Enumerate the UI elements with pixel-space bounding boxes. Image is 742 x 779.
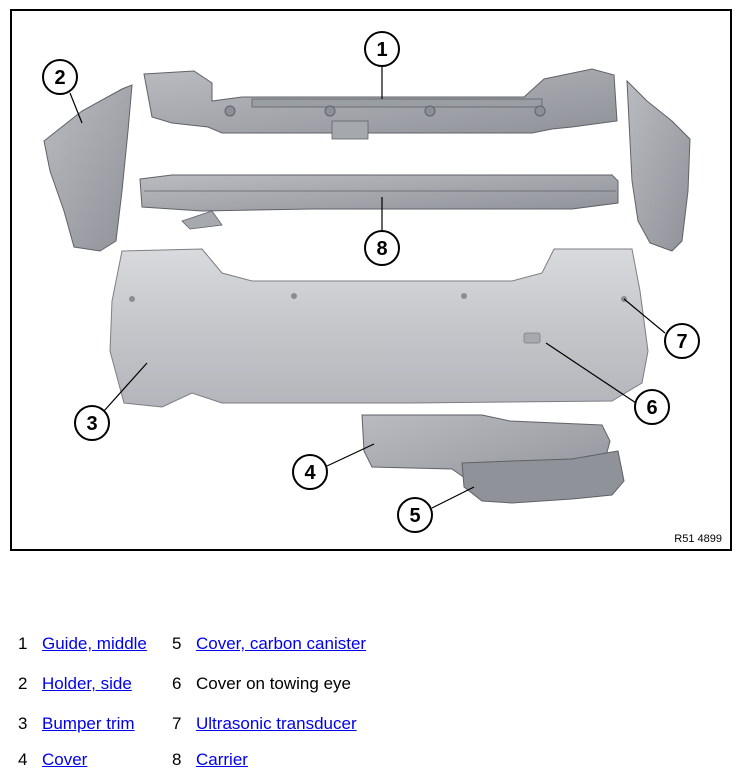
- legend-number: 7: [172, 714, 182, 733]
- part-guide-middle: [143, 68, 618, 140]
- legend-number: 2: [18, 674, 28, 693]
- legend-item-1: 1 Guide, middle: [18, 633, 147, 655]
- legend-label-cover-on-towing-eye: Cover on towing eye: [196, 674, 351, 693]
- svg-text:6: 6: [646, 397, 657, 419]
- legend-item-2: 2 Holder, side: [18, 673, 132, 695]
- legend-item-5: 5 Cover, carbon canister: [172, 633, 366, 655]
- legend-link-holder-side[interactable]: Holder, side: [42, 674, 132, 693]
- legend-link-ultrasonic-transducer[interactable]: Ultrasonic transducer: [196, 714, 357, 733]
- exploded-view: 1 2 3 4 5 6 7: [42, 31, 700, 533]
- legend-link-carrier[interactable]: Carrier: [196, 750, 248, 769]
- svg-text:4: 4: [304, 462, 316, 484]
- part-carrier: [139, 174, 619, 230]
- leader-lines: [69, 66, 666, 509]
- legend-number: 1: [18, 634, 28, 653]
- legend-item-7: 7 Ultrasonic transducer: [172, 713, 357, 735]
- legend-number: 8: [172, 750, 182, 769]
- legend-link-guide-middle[interactable]: Guide, middle: [42, 634, 147, 653]
- callout-6: 6: [634, 389, 670, 425]
- legend-number: 5: [172, 634, 182, 653]
- part-cover-carbon-canister: [461, 450, 625, 504]
- legend-number: 3: [18, 714, 28, 733]
- callout-4: 4: [292, 454, 328, 490]
- legend-link-bumper-trim[interactable]: Bumper trim: [42, 714, 135, 733]
- callout-8: 8: [364, 230, 400, 266]
- callout-3: 3: [74, 405, 110, 441]
- legend-item-4: 4 Cover: [18, 749, 87, 771]
- legend-item-6: 6 Cover on towing eye: [172, 673, 351, 695]
- legend-link-cover[interactable]: Cover: [42, 750, 88, 769]
- svg-text:3: 3: [86, 413, 97, 435]
- parts-diagram: 1 2 3 4 5 6 7: [10, 9, 732, 551]
- svg-text:7: 7: [676, 331, 687, 353]
- callout-5: 5: [397, 497, 433, 533]
- part-bumper-trim: [109, 248, 649, 408]
- part-holder-side-right: [626, 79, 691, 252]
- legend-item-8: 8 Carrier: [172, 749, 248, 771]
- svg-text:2: 2: [54, 67, 65, 89]
- svg-text:1: 1: [376, 39, 387, 61]
- legend-item-3: 3 Bumper trim: [18, 713, 135, 735]
- legend-link-cover-carbon-canister[interactable]: Cover, carbon canister: [196, 634, 367, 653]
- legend-number: 4: [18, 750, 28, 769]
- legend-number: 6: [172, 674, 182, 693]
- callouts: 1 2 3 4 5 6 7: [42, 31, 700, 533]
- figure-reference-code: R51 4899: [674, 533, 722, 545]
- svg-text:5: 5: [409, 505, 420, 527]
- svg-text:8: 8: [376, 238, 387, 260]
- callout-1: 1: [364, 31, 400, 67]
- part-holder-side-left: [43, 84, 133, 252]
- callout-2: 2: [42, 59, 78, 95]
- callout-7: 7: [664, 323, 700, 359]
